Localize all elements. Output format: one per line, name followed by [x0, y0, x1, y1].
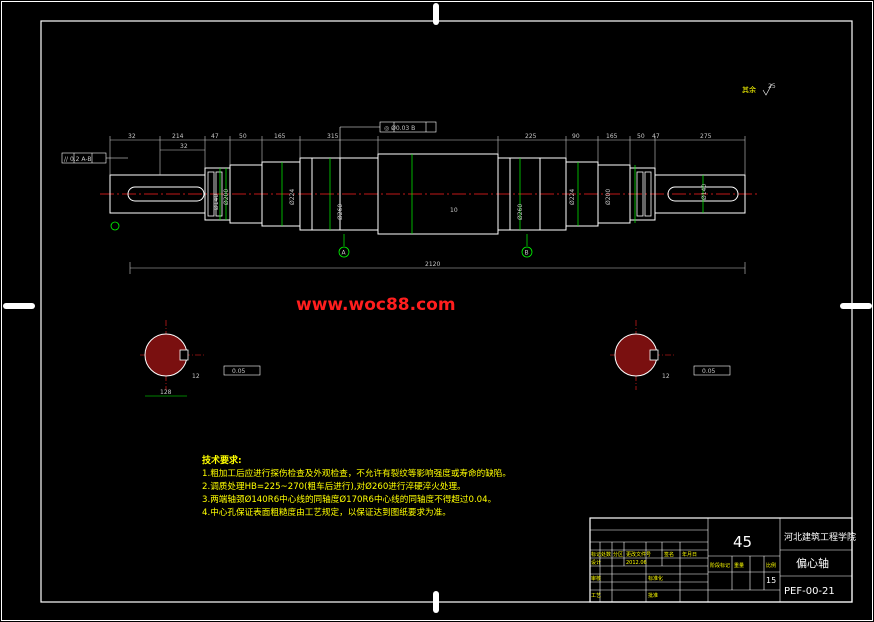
datum-marker-b: B [521, 234, 533, 258]
diameter-label-5: Ø260 [517, 204, 524, 220]
datum-marker-a: A [338, 234, 350, 258]
tech-req-item-1: 1.粗加工后应进行探伤检查及外观检查，不允许有裂纹等影响强度或寿命的缺陷。 [202, 467, 511, 479]
shaft-grooves [207, 171, 652, 217]
dim-label-6: 315 [327, 133, 339, 140]
title-block-row-2: 审核 [591, 575, 601, 582]
title-block-header-3: 分区 [613, 551, 623, 558]
right-section-frame: 0.05 [702, 368, 716, 375]
datum-marker-left [110, 221, 120, 231]
dim-label-9: 165 [606, 133, 618, 140]
left-section-frame: 0.05 [232, 368, 246, 375]
roughness-note: 其余 [742, 85, 756, 94]
title-block-header-4: 更改文件号 [626, 551, 651, 558]
right-section-view: 0.05 12 [610, 320, 731, 390]
dim-label-10: 50 [637, 133, 645, 140]
title-block: 45 河北建筑工程学院 偏心轴 PEF-00-21 15 阶段标记 重量 比例 … [589, 517, 856, 603]
tolerance-left-text: // 0.2 A-B [64, 156, 91, 163]
center-label: 10 [450, 207, 458, 214]
left-section-depth: 12 [192, 373, 200, 380]
title-block-row-4: 标准化 [648, 575, 663, 582]
drawing-frame [40, 20, 853, 603]
technical-requirements: 技术要求: 1.粗加工后应进行探伤检查及外观检查，不允许有裂纹等影响强度或寿命的… [202, 454, 511, 518]
tech-req-title: 技术要求: [202, 454, 242, 466]
roughness-symbol [762, 83, 773, 96]
tolerance-frame-left: // 0.2 A-B [61, 152, 128, 164]
title-block-header-5: 签名 [664, 551, 674, 558]
tech-req-item-3: 3.两端轴颈Ø140R6中心线的同轴度Ø170R6中心线的同轴度不得超过0.04… [202, 493, 496, 505]
title-block-school: 河北建筑工程学院 [784, 531, 856, 543]
overall-dimension [129, 262, 746, 274]
diameter-label-3: Ø224 [289, 189, 296, 205]
top-dimension-labels: 32 214 47 50 165 315 225 90 165 50 47 27… [128, 133, 712, 150]
datum-label-b: B [525, 250, 529, 257]
title-block-row-5: 批准 [648, 592, 658, 599]
tolerance-top-text: ◎ Ø0.03 B [384, 125, 415, 132]
dim-label-12: 275 [700, 133, 712, 140]
title-block-header-6: 年月日 [682, 551, 697, 558]
dim-label-1: 32 [128, 133, 136, 140]
roughness-value: 25 [768, 83, 776, 90]
title-block-row-1: 设计 [591, 559, 601, 566]
right-section-depth: 12 [662, 373, 670, 380]
diameter-label-7: Ø200 [605, 189, 612, 205]
dim-label-11: 47 [652, 133, 660, 140]
title-block-date: 2012.06 [626, 560, 647, 566]
centering-marks [3, 3, 872, 613]
title-block-drawing-number: PEF-00-21 [784, 586, 835, 597]
overall-length-label: 2120 [425, 261, 440, 268]
dim-label-3: 47 [211, 133, 219, 140]
title-block-header-2: 处数 [601, 551, 611, 558]
tech-req-item-4: 4.中心孔保证表面粗糙度由工艺规定，以保证达到图纸要求为准。 [202, 506, 451, 518]
watermark: www.woc88.com [296, 295, 456, 315]
dim-label-4: 50 [239, 133, 247, 140]
title-block-scale: 15 [766, 576, 776, 585]
top-dimension-chain [109, 136, 746, 175]
diameter-label-2: Ø200 [223, 189, 230, 205]
left-section-view: 0.05 12 128 [140, 320, 261, 397]
title-block-part-name: 偏心轴 [796, 556, 829, 570]
diameter-label-6: Ø224 [569, 189, 576, 205]
title-block-header-1: 标记 [591, 551, 601, 558]
dim-label-8: 90 [572, 133, 580, 140]
title-block-stage-1: 阶段标记 [710, 562, 730, 569]
title-block-stage-3: 比例 [766, 562, 776, 569]
diameter-label-4: Ø260 [337, 204, 344, 220]
diameter-label-8: Ø140 [701, 184, 708, 200]
title-block-row-3: 工艺 [591, 593, 601, 599]
dim-label-7: 225 [525, 133, 537, 140]
datum-label-a: A [342, 250, 347, 257]
tech-req-item-2: 2.调质处理HB=225~270(粗车后进行),对Ø260进行淬硬淬火处理。 [202, 480, 466, 492]
left-section-width: 128 [160, 389, 172, 396]
diameter-label-1: Ø140 [213, 194, 220, 210]
tolerance-frame-top: ◎ Ø0.03 B [339, 121, 437, 158]
diameter-dimension-lines [219, 154, 704, 234]
title-block-stage-2: 重量 [734, 562, 744, 569]
dim-label-5: 165 [274, 133, 286, 140]
dim-label-2: 214 [172, 133, 184, 140]
diameter-labels: Ø140 Ø200 Ø224 Ø260 Ø260 Ø224 Ø200 Ø140 [213, 184, 708, 220]
title-block-material: 45 [733, 533, 752, 551]
dim-label-secondary: 32 [180, 143, 188, 150]
